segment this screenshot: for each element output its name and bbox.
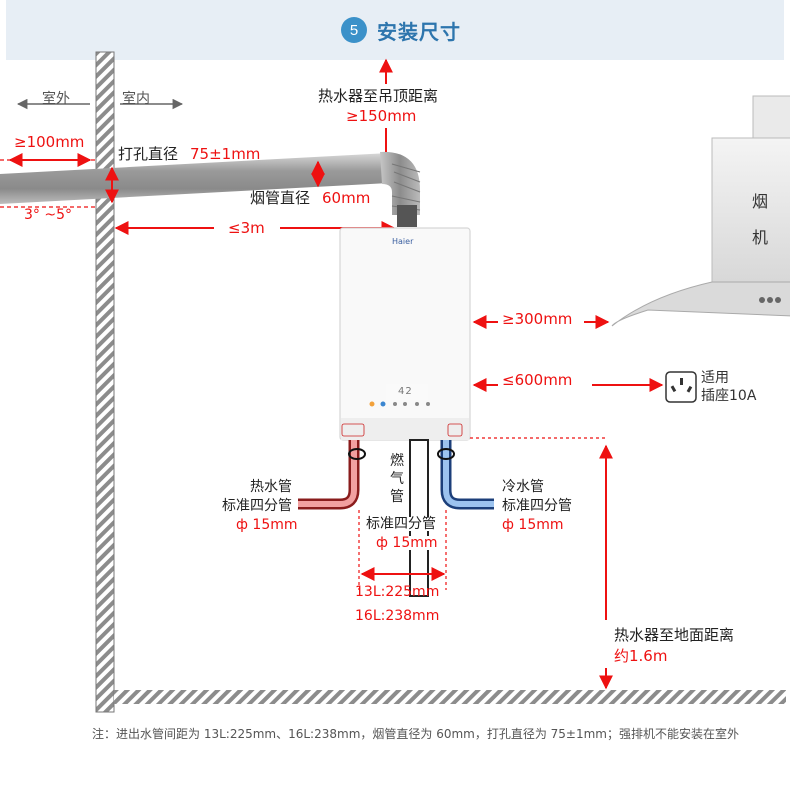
flue-collar	[397, 205, 417, 227]
cold-pipe-label: 冷水管	[502, 479, 544, 495]
flue-length-value: ≤3m	[228, 219, 265, 237]
pipe-spacing-16l: 16L:238mm	[355, 608, 440, 624]
flue-pipe	[0, 153, 388, 204]
footnote: 注：进出水管间距为 13L:225mm、16L:238mm，烟管直径为 60mm…	[92, 727, 739, 741]
flue-diameter-value: 60mm	[322, 189, 371, 207]
floor	[114, 690, 786, 704]
pipe-spacing-13l: 13L:225mm	[355, 584, 440, 600]
cold-pipe-diameter: ф 15mm	[502, 517, 564, 533]
floor-distance-label: 热水器至地面距离	[614, 626, 735, 644]
hood-chimney	[752, 95, 790, 139]
flue-diameter-label: 烟管直径	[250, 189, 311, 207]
outdoor-label: 室外	[42, 91, 70, 107]
water-heater-body	[339, 227, 471, 441]
hood-lower	[611, 281, 790, 327]
cold-water-pipe	[440, 440, 494, 510]
socket-distance-value: ≤600mm	[502, 371, 573, 389]
gas-pipe-char-2: 气	[390, 471, 404, 487]
heater-to-ceiling-value: ≥150mm	[346, 107, 417, 125]
hot-pipe-diameter: ф 15mm	[236, 517, 298, 533]
slope-angle: 3° ~5°	[24, 207, 72, 223]
gas-pipe-diameter: ф 15mm	[376, 535, 438, 551]
hot-water-pipe	[298, 440, 360, 510]
heater-display: 42	[398, 386, 413, 397]
hole-diameter-value: 75±1mm	[190, 145, 261, 163]
section-title-text: 安装尺寸	[377, 19, 461, 44]
cold-pipe-standard: 标准四分管	[502, 498, 572, 514]
wall-clearance-value: ≥100mm	[14, 133, 85, 151]
brand-logo: Haier	[392, 237, 414, 246]
wall	[96, 52, 114, 712]
indoor-label: 室内	[122, 91, 150, 107]
flue-elbow	[380, 151, 420, 215]
hood-label-bottom: 机	[752, 228, 769, 247]
section-title: 5 安装尺寸	[341, 14, 461, 46]
section-header: 5 安装尺寸	[6, 0, 784, 60]
hot-pipe-label: 热水管	[250, 479, 292, 495]
hole-diameter-label: 打孔直径	[118, 145, 179, 163]
power-socket	[665, 371, 697, 403]
hood-label-top: 烟	[752, 192, 769, 211]
socket-label-top: 适用	[701, 370, 729, 386]
hood-distance-value: ≥300mm	[502, 310, 573, 328]
step-number-badge: 5	[341, 17, 367, 43]
hood-upper	[711, 137, 790, 283]
gas-pipe-char-1: 燃	[390, 453, 404, 469]
floor-distance-value: 约1.6m	[614, 647, 668, 665]
gas-pipe-char-3: 管	[390, 489, 404, 505]
gas-pipe-standard: 标准四分管	[366, 516, 436, 532]
hot-pipe-standard: 标准四分管	[222, 498, 292, 514]
socket-label-bottom: 插座10A	[701, 388, 757, 404]
heater-to-ceiling-label: 热水器至吊顶距离	[318, 87, 439, 105]
